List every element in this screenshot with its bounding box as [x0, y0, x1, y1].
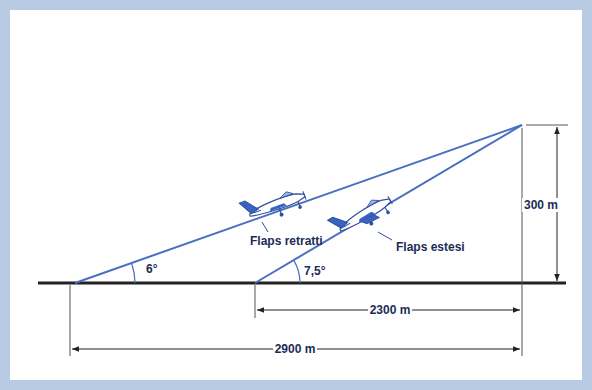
- dimension-label: 2900 m: [273, 342, 318, 356]
- aircraft-label: Flaps retratti: [248, 234, 325, 248]
- dimension-label: 300 m: [522, 198, 560, 212]
- angle-label: 6°: [144, 262, 159, 276]
- angle-label: 7,5°: [302, 264, 327, 278]
- dimension-label: 2300 m: [368, 303, 413, 317]
- aircraft-label: Flaps estesi: [394, 240, 467, 254]
